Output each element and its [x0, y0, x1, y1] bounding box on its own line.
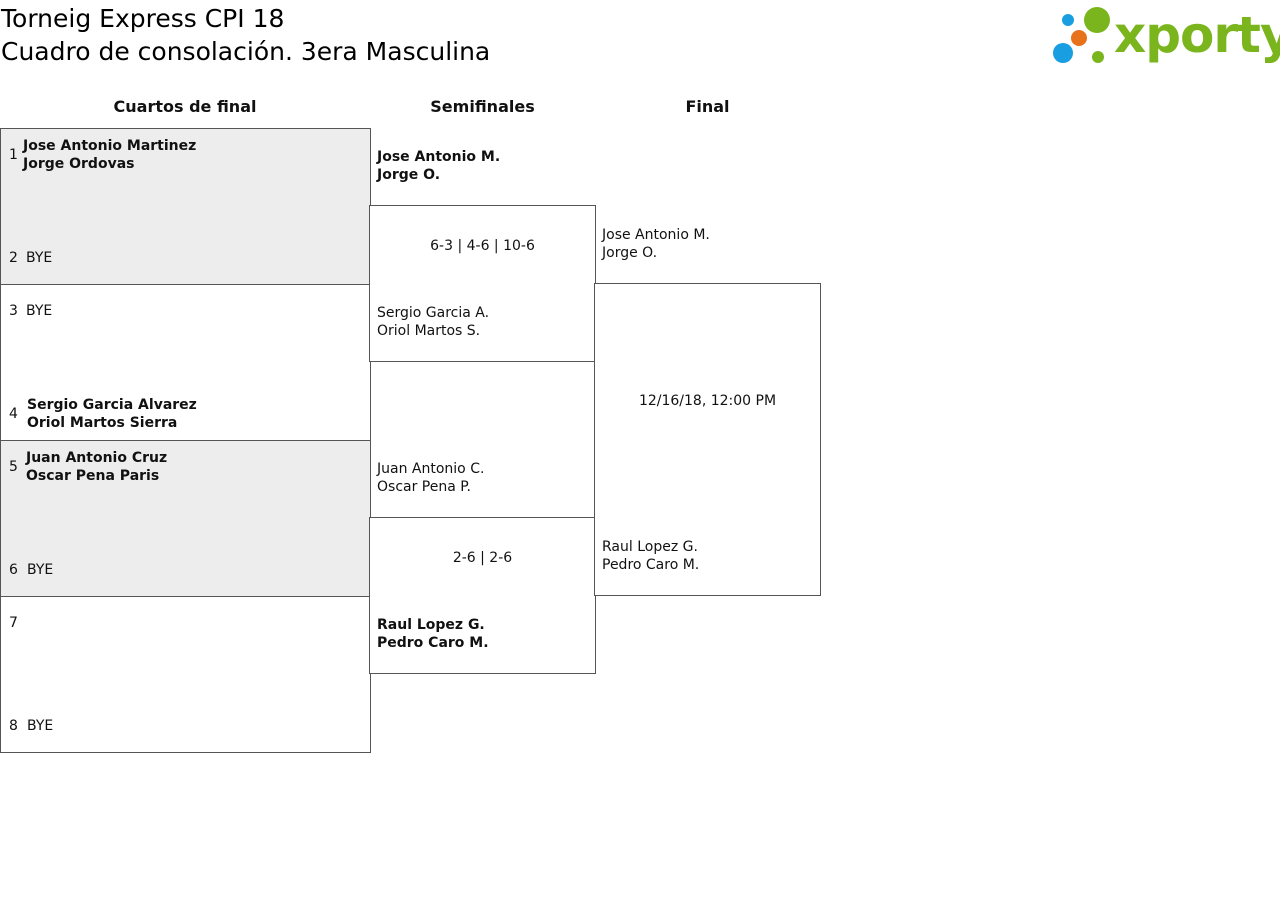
seed-number: 5 [9, 459, 18, 475]
final-team-name: Pedro Caro M. [602, 557, 700, 573]
xporty-logo[interactable]: xporty [1050, 4, 1280, 68]
round-header-quarterfinals: Cuartos de final [113, 97, 257, 116]
match-datetime: 12/16/18, 12:00 PM [638, 393, 777, 409]
team-name: BYE [27, 562, 54, 578]
sf-team-name: Jorge O. [377, 167, 441, 183]
team-name: BYE [26, 303, 53, 319]
final-match[interactable]: 12/16/18, 12:00 PM [594, 283, 821, 596]
sf-match-2[interactable]: 2-6 | 2-6 [369, 517, 596, 674]
round-header-semifinals: Semifinales [430, 97, 535, 116]
final-team-name: Jose Antonio M. [602, 227, 710, 243]
draw-name: Cuadro de consolación. 3era Masculina [1, 37, 491, 66]
seed-number: 4 [9, 406, 18, 422]
team-name: BYE [27, 718, 54, 734]
sf-match-1[interactable]: 6-3 | 4-6 | 10-6 [369, 205, 596, 362]
seed-number: 7 [9, 615, 18, 631]
team-name: Oscar Pena Paris [26, 468, 160, 484]
team-name: Sergio Garcia Alvarez [27, 397, 197, 413]
team-name: Jose Antonio Martinez [23, 138, 197, 154]
final-team-name: Jorge O. [602, 245, 658, 261]
final-team-name: Raul Lopez G. [602, 539, 698, 555]
qf-match-2[interactable]: 3 BYE 4 Sergio Garcia Alvarez Oriol Mart… [0, 284, 371, 441]
round-header-final: Final [685, 97, 730, 116]
logo-wordmark: xporty [1114, 6, 1280, 64]
seed-number: 1 [9, 147, 18, 163]
qf-match-3[interactable]: 5 Juan Antonio Cruz Oscar Pena Paris 6 B… [0, 440, 371, 597]
seed-number: 6 [9, 562, 18, 578]
team-name: BYE [26, 250, 53, 266]
sf-team-name: Pedro Caro M. [377, 635, 489, 651]
seed-number: 2 [9, 250, 18, 266]
sf-team-name: Sergio Garcia A. [377, 305, 490, 321]
page-title: Torneig Express CPI 18 Cuadro de consola… [1, 2, 490, 68]
logo-dots-icon [1053, 7, 1110, 63]
team-name: Oriol Martos Sierra [27, 415, 178, 431]
sf-team-name: Jose Antonio M. [377, 149, 501, 165]
seed-number: 3 [9, 303, 18, 319]
sf-team-name: Raul Lopez G. [377, 617, 485, 633]
match-score: 2-6 | 2-6 [452, 550, 513, 566]
seed-number: 8 [9, 718, 18, 734]
tournament-name: Torneig Express CPI 18 [1, 4, 285, 33]
team-name: Jorge Ordovas [23, 156, 135, 172]
team-name: Juan Antonio Cruz [26, 450, 168, 466]
qf-match-4[interactable]: 7 8 BYE [0, 596, 371, 753]
qf-match-1[interactable]: 1 Jose Antonio Martinez Jorge Ordovas 2 … [0, 128, 371, 285]
sf-team-name: Oriol Martos S. [377, 323, 481, 339]
sf-team-name: Oscar Pena P. [377, 479, 471, 495]
match-score: 6-3 | 4-6 | 10-6 [430, 238, 535, 254]
sf-team-name: Juan Antonio C. [377, 461, 485, 477]
